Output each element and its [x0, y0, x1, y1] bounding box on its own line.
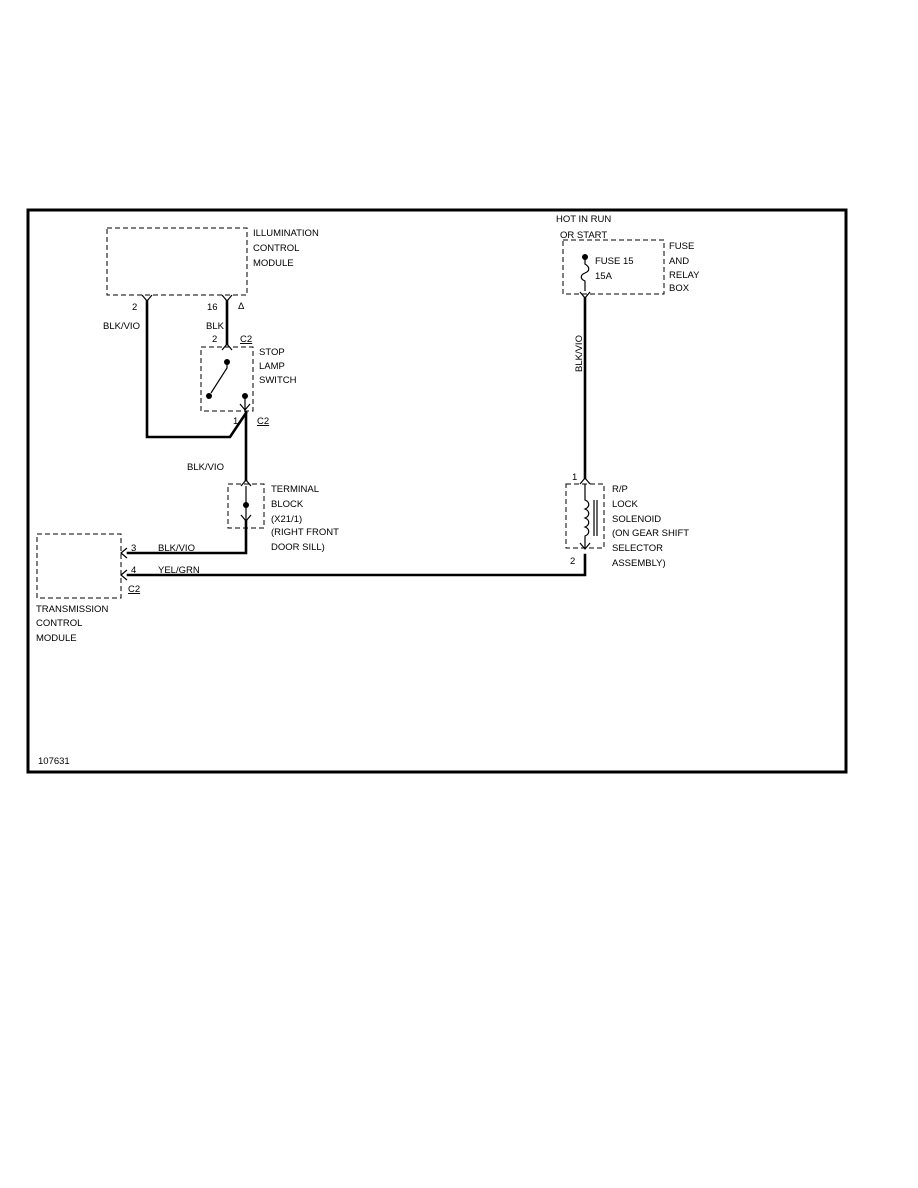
switch-blade: [210, 362, 228, 394]
tcm-to-solenoid-wire: [126, 553, 587, 577]
tcm-pin-4-terminal: [120, 569, 128, 581]
solenoid-bottom-terminal: [579, 542, 591, 550]
fuse-label-line-2: 15A: [595, 271, 613, 282]
solenoid-label-line-5: SELECTOR: [612, 543, 663, 554]
hot-label-line-1: HOT IN RUN: [556, 214, 611, 225]
figure-id: 107631: [38, 756, 70, 767]
fuse-element: [580, 257, 590, 291]
fuse-box-label-line-2: AND: [669, 256, 689, 267]
tcm-label-line-3: MODULE: [36, 633, 77, 644]
solenoid-label-line-2: LOCK: [612, 499, 639, 510]
switch-top-terminal: [221, 343, 233, 351]
block-label-line-2: BLOCK: [271, 499, 304, 510]
tcm-pin-3-label: 3: [131, 543, 136, 554]
wire-color-tcm-to-solenoid: YEL/GRN: [158, 565, 200, 576]
wire-color-switch-to-block: BLK/VIO: [187, 462, 224, 473]
tcm-pin-3-terminal: [120, 547, 128, 559]
wire-color-block-to-tcm: BLK/VIO: [158, 543, 195, 554]
switch-label-line-3: SWITCH: [259, 375, 297, 386]
switch-label-line-2: LAMP: [259, 361, 285, 372]
wire-color-icm-right: BLK: [206, 321, 225, 332]
solenoid-bottom-pin-label: 2: [570, 556, 575, 567]
fuse-label-line-1: FUSE 15: [595, 256, 634, 267]
solenoid-top-pin-label: 1: [572, 472, 577, 483]
transmission-control-module: [36, 533, 122, 599]
fuse-box-label-line-3: RELAY: [669, 270, 700, 281]
wire-color-icm-left: BLK/VIO: [103, 321, 140, 332]
fuse-box-label-line-4: BOX: [669, 283, 690, 294]
block-to-tcm-wire: [126, 519, 248, 555]
switch-top-connector-label: C2: [240, 334, 252, 345]
icm-pin-2-wire: [145, 299, 248, 439]
block-top-terminal: [240, 479, 252, 487]
block-label-line-1: TERMINAL: [271, 484, 319, 495]
icm-label-line-2: CONTROL: [253, 243, 299, 254]
icm-pin-2-label: 2: [132, 302, 137, 313]
block-label-line-5: DOOR SILL): [271, 542, 325, 553]
hot-label-line-2: OR START: [560, 230, 607, 241]
switch-top-pin-label: 2: [212, 334, 217, 345]
solenoid-label-line-3: SOLENOID: [612, 514, 661, 525]
wire-color-fuse-to-solenoid: BLK/VIO: [574, 335, 585, 372]
solenoid-top-terminal: [579, 477, 591, 485]
tcm-label-line-1: TRANSMISSION: [36, 604, 108, 615]
switch-bottom-pin-label: 1: [233, 416, 238, 427]
icm-pin-16-label: 16: [207, 302, 218, 313]
block-label-line-3: (X21/1): [271, 514, 302, 525]
block-label-line-4: (RIGHT FRONT: [271, 527, 339, 538]
solenoid-label-line-6: ASSEMBLY): [612, 558, 666, 569]
tcm-connector-label: C2: [128, 584, 140, 595]
block-node: [243, 502, 249, 508]
illumination-control-module: [106, 227, 248, 296]
switch-bottom-connector-label: C2: [257, 416, 269, 427]
tcm-pin-4-label: 4: [131, 565, 136, 576]
switch-bottom-terminal: [239, 403, 251, 411]
diagram-frame: [26, 208, 848, 774]
stop-lamp-switch: [200, 346, 254, 412]
switch-label-line-1: STOP: [259, 347, 285, 358]
solenoid-coil: [583, 484, 590, 549]
fuse-and-relay-box: [562, 239, 665, 295]
tcm-label-line-2: CONTROL: [36, 618, 82, 629]
icm-label-line-3: MODULE: [253, 258, 294, 269]
solenoid-label-line-4: (ON GEAR SHIFT: [612, 528, 689, 539]
fuse-box-label-line-1: FUSE: [669, 241, 694, 252]
switch-contact-left: [206, 393, 212, 399]
icm-ground-marker: Δ: [238, 301, 245, 312]
solenoid-label-line-1: R/P: [612, 484, 628, 495]
icm-label-line-1: ILLUMINATION: [253, 228, 319, 239]
